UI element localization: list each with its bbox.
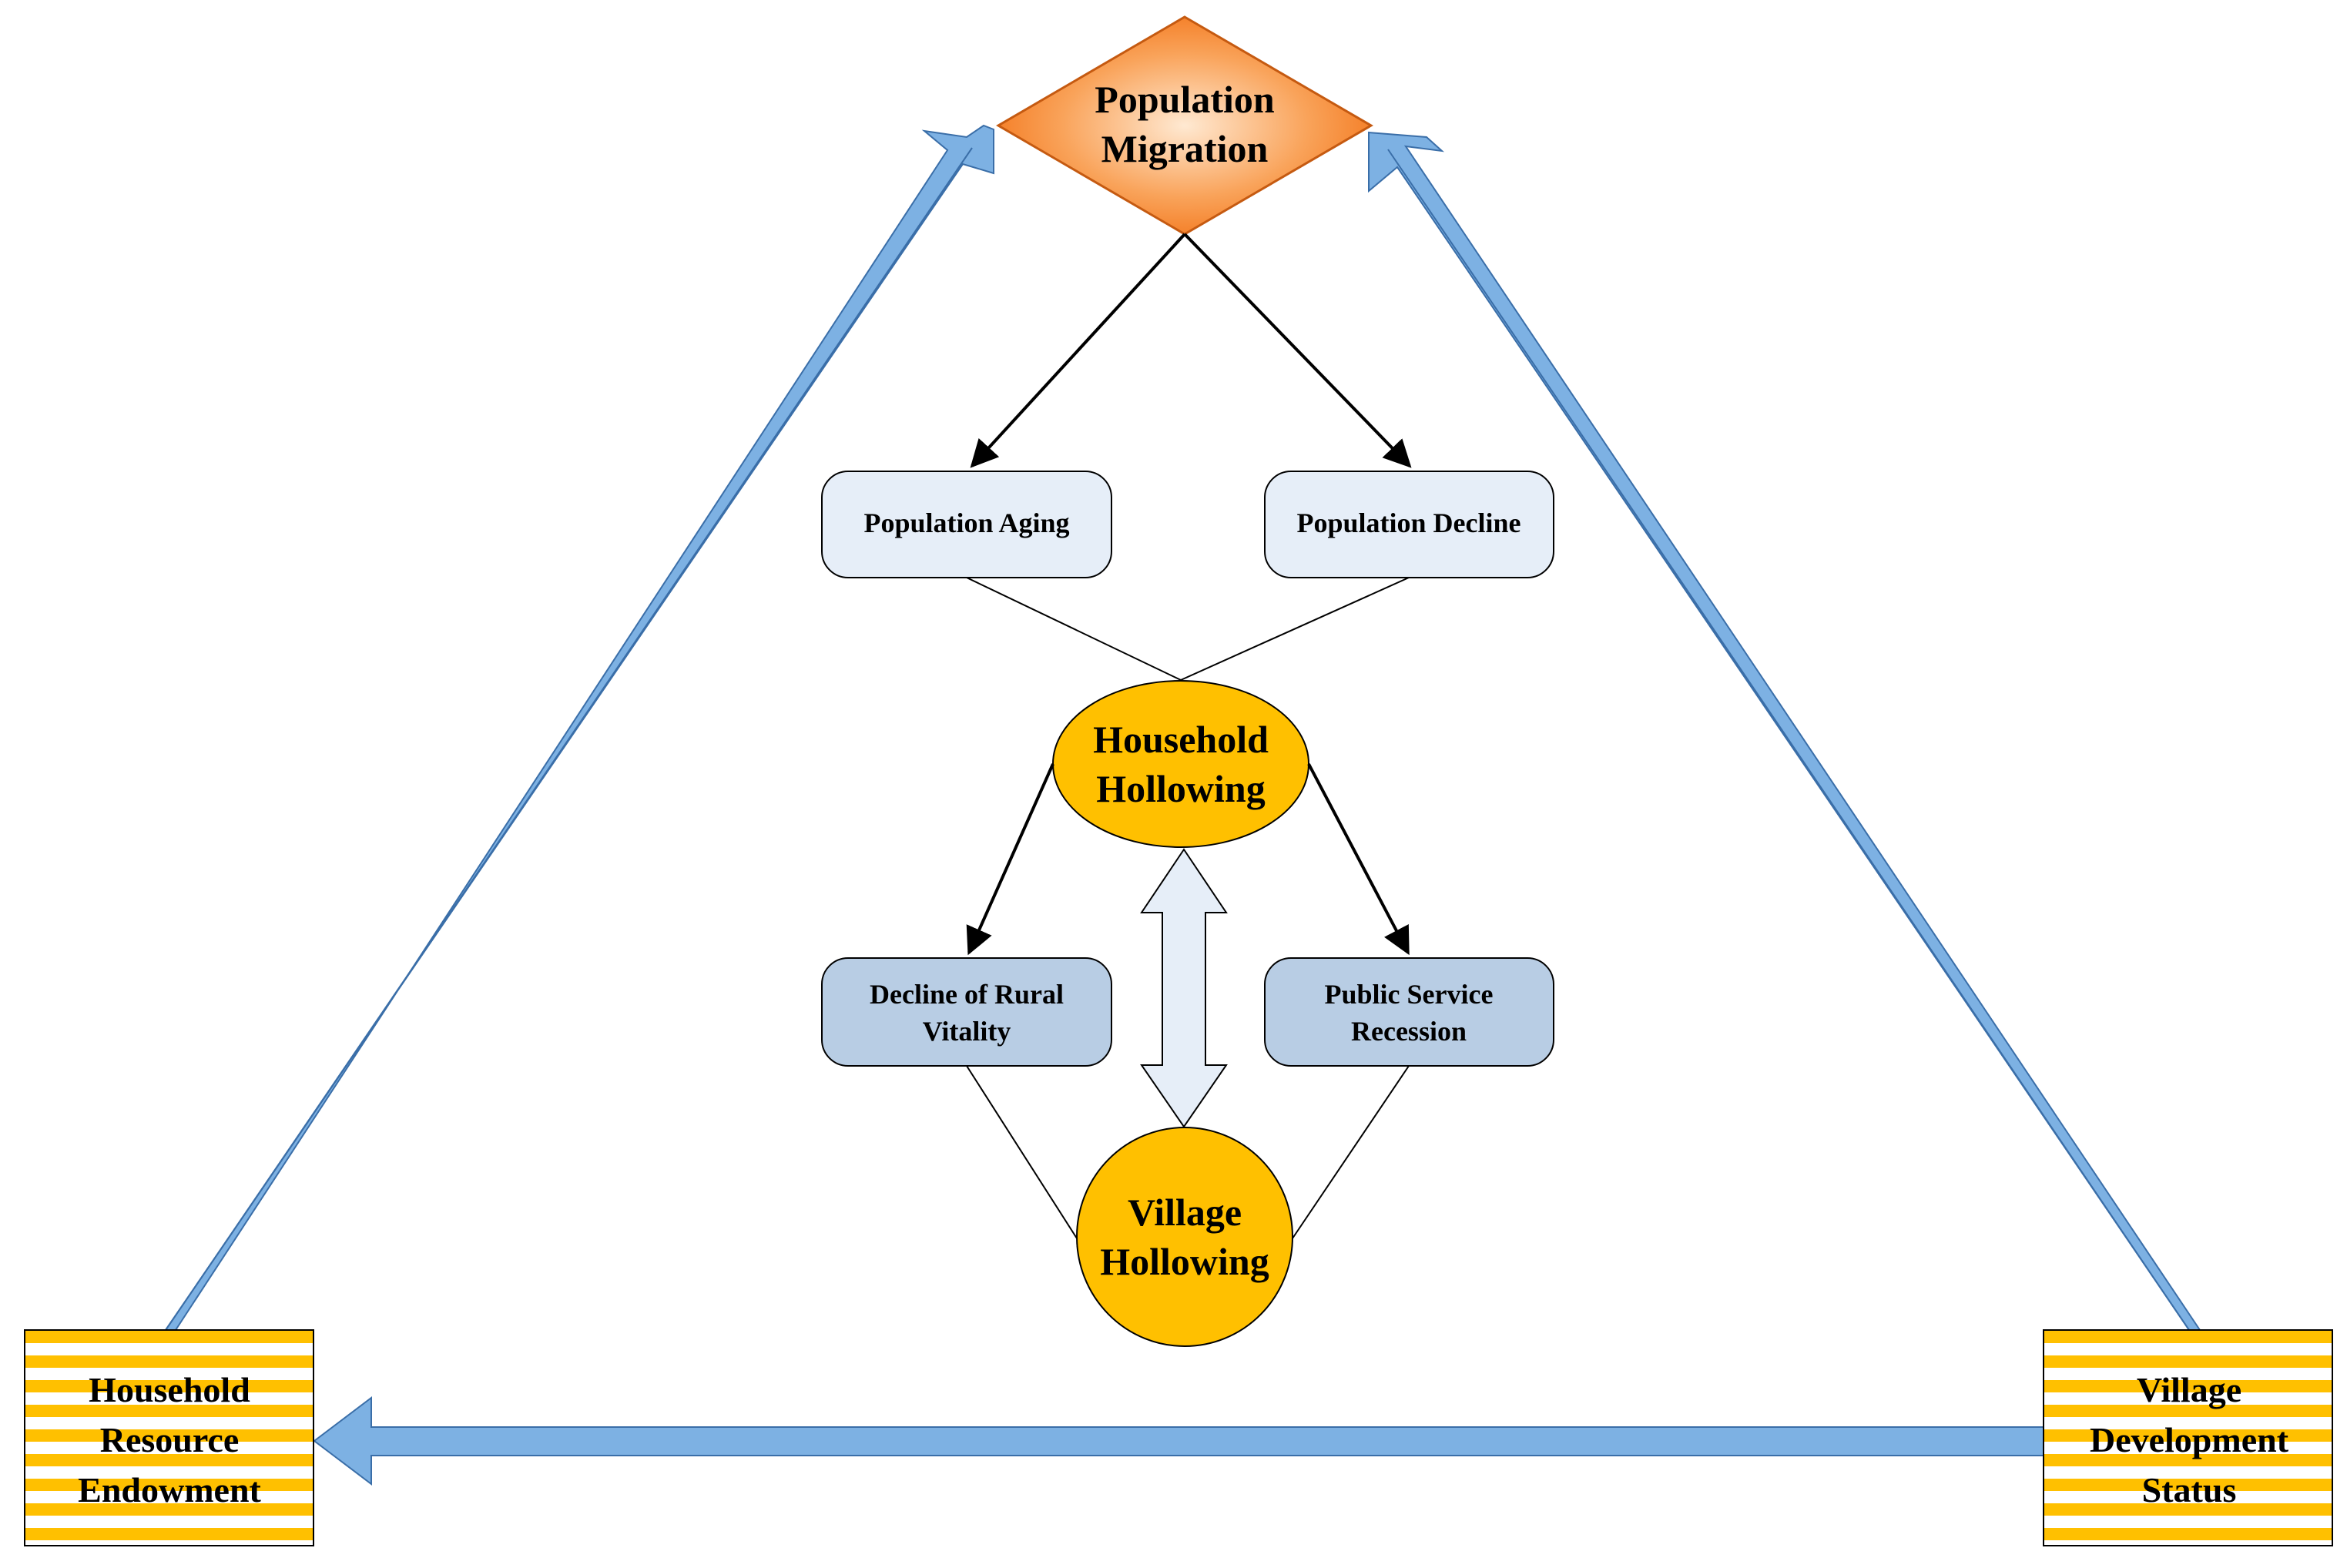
arrow-migration-to-decline [1183,233,1412,468]
decline-rural-vitality-node: Decline of Rural Vitality [821,957,1112,1067]
population-migration-node: Population Migration [996,15,1373,236]
population-migration-label-2: Migration [1101,127,1269,170]
village-development-status-label-2: Development [2090,1420,2289,1459]
public-service-recession-node: Public Service Recession [1264,957,1554,1067]
arrow-status-to-endowment [313,1395,2044,1486]
household-resource-endowment-node: Household Resource Endowment [24,1329,314,1546]
village-hollowing-label-2: Hollowing [1100,1240,1269,1283]
arrow-status-to-migration [1368,131,2201,1331]
public-service-recession-label-2: Recession [1351,1016,1467,1047]
village-development-status-label-1: Village [2137,1370,2241,1409]
population-aging-label: Population Aging [863,508,1069,538]
connector-vitality-village [966,1065,1078,1239]
household-resource-endowment-label-1: Household [89,1370,250,1409]
population-aging-node: Population Aging [821,471,1112,578]
household-hollowing-label-2: Hollowing [1096,767,1265,810]
population-migration-label-1: Population [1095,78,1275,121]
household-resource-endowment-label-2: Resource [100,1420,240,1459]
village-development-status-label-3: Status [2142,1470,2237,1509]
population-decline-node: Population Decline [1264,471,1554,578]
connector-decline-household [1180,577,1410,681]
village-hollowing-label-1: Village [1128,1191,1242,1234]
population-decline-label: Population Decline [1296,508,1521,538]
decline-rural-vitality-label-1: Decline of Rural [870,979,1064,1010]
arrow-household-to-recession [1307,763,1410,956]
household-hollowing-label-1: Household [1093,718,1269,761]
decline-rural-vitality-label-2: Vitality [923,1016,1011,1047]
household-hollowing-node: Household Hollowing [1052,680,1309,848]
village-hollowing-node: Village Hollowing [1076,1127,1293,1347]
household-resource-endowment-label-3: Endowment [78,1470,261,1509]
village-development-status-node: Village Development Status [2043,1329,2333,1546]
arrow-endowment-to-migration [164,124,994,1331]
connector-aging-household [966,577,1182,681]
public-service-recession-label-1: Public Service [1325,979,1494,1010]
arrow-migration-to-aging [970,233,1186,468]
double-arrow-household-village [1140,848,1228,1128]
arrow-household-to-vitality [966,763,1054,956]
connector-recession-village [1292,1065,1410,1239]
